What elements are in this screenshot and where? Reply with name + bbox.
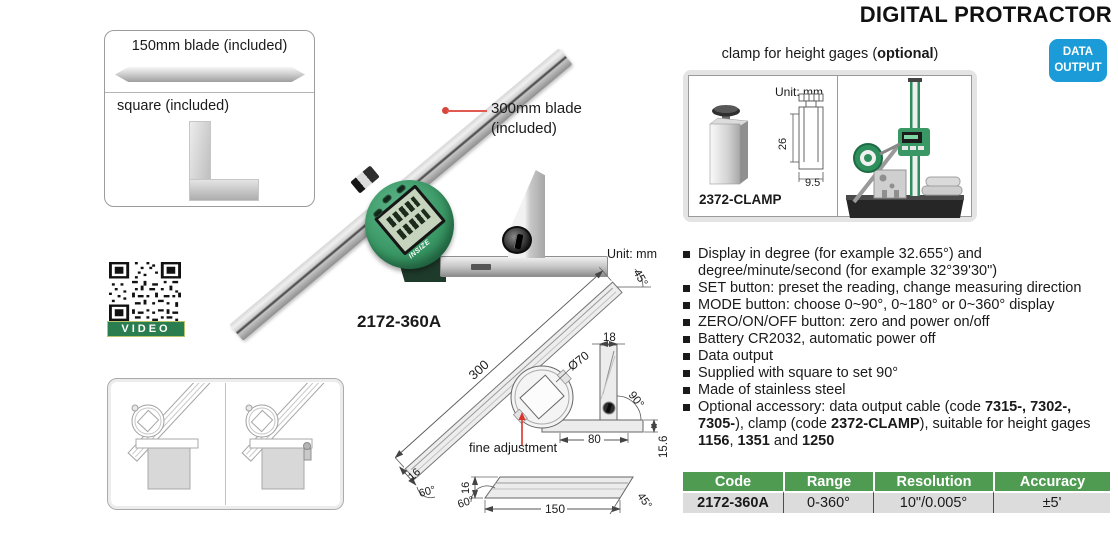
qr-code bbox=[109, 262, 181, 321]
bullet-icon bbox=[683, 404, 690, 411]
badge-line-1: DATA bbox=[1062, 45, 1094, 58]
bullet-icon bbox=[683, 336, 690, 343]
feature-item: Data output bbox=[683, 348, 1114, 365]
clamp-code: 2372-CLAMP bbox=[699, 192, 782, 207]
height-gage-panel bbox=[838, 76, 971, 218]
bullet-icon bbox=[683, 251, 690, 258]
height-gage-photo bbox=[846, 78, 964, 218]
application-drawing-1 bbox=[112, 370, 225, 505]
blade-150-label: 150mm blade (included) bbox=[131, 38, 288, 54]
video-banner: VIDEO bbox=[107, 321, 185, 337]
blade-150-image bbox=[115, 67, 305, 82]
dim-blade150-length: 150 bbox=[545, 502, 565, 516]
bullet-icon bbox=[683, 387, 690, 394]
application-drawing-2 bbox=[225, 370, 339, 505]
bullet-icon bbox=[683, 302, 690, 309]
spec-table: Code Range Resolution Accuracy 2172-360A… bbox=[683, 472, 1110, 513]
digital-dial-photo: INSIZE bbox=[365, 180, 454, 269]
feature-item: Made of stainless steel bbox=[683, 382, 1114, 399]
col-code: Code bbox=[683, 472, 783, 491]
feature-item: MODE button: choose 0~90°, 0~180° or 0~3… bbox=[683, 297, 1114, 314]
blade-clamp-photo bbox=[350, 165, 380, 194]
square-image-horizontal bbox=[189, 179, 259, 201]
cell-accuracy: ±5' bbox=[993, 491, 1110, 513]
page-title: DIGITAL PROTRACTOR bbox=[859, 2, 1112, 27]
dim-base-length: 80 bbox=[588, 434, 601, 446]
clamp-heading: clamp for height gages (optional) bbox=[683, 46, 977, 62]
dim-square-angle: 90° bbox=[626, 389, 646, 410]
clamp-photo-panel: Unit: mm bbox=[689, 76, 838, 216]
callout-line-1: 300mm blade bbox=[491, 100, 582, 117]
dim-tip-angle: 60° bbox=[418, 484, 437, 500]
clamp-dim-width: 9.5 bbox=[805, 177, 821, 189]
badge-line-2: OUTPUT bbox=[1054, 61, 1102, 74]
dim-square-width: 18 bbox=[603, 332, 616, 344]
dim-blade150-left-angle: 60° bbox=[456, 494, 476, 511]
bullet-icon bbox=[683, 285, 690, 292]
feature-item-optional: Optional accessory: data output cable (c… bbox=[683, 399, 1114, 450]
spec-data-row: 2172-360A 0-360° 10"/0.005° ±5' bbox=[683, 491, 1110, 513]
data-output-badge: DATA OUTPUT bbox=[1049, 39, 1107, 82]
blade-150-section: 150mm blade (included) bbox=[105, 31, 314, 93]
clamp-heading-bold: optional bbox=[877, 46, 934, 62]
square-label: square (included) bbox=[117, 98, 230, 114]
square-section: square (included) bbox=[105, 93, 314, 205]
dim-blade-top-angle: 45° bbox=[630, 268, 649, 289]
cell-code: 2172-360A bbox=[683, 491, 783, 513]
dim-blade-300: 300 bbox=[466, 357, 492, 383]
feature-item: Display in degree (for example 32.655°) … bbox=[683, 246, 1114, 280]
cell-resolution: 10"/0.005° bbox=[873, 491, 993, 513]
dim-blade150-right-angle: 45° bbox=[635, 491, 654, 512]
dim-blade150-height: 16 bbox=[460, 482, 472, 494]
feature-list: Display in degree (for example 32.655°) … bbox=[683, 246, 1114, 450]
col-resolution: Resolution bbox=[873, 472, 993, 491]
col-range: Range bbox=[783, 472, 873, 491]
callout-line-2: (included) bbox=[491, 119, 557, 137]
callout-line bbox=[447, 110, 487, 112]
thumb-screw-photo bbox=[502, 226, 532, 254]
cell-range: 0-360° bbox=[783, 491, 873, 513]
clamp-heading-post: ) bbox=[933, 46, 939, 62]
bullet-icon bbox=[683, 370, 690, 377]
feature-item: ZERO/ON/OFF button: zero and power on/of… bbox=[683, 314, 1114, 331]
bullet-icon bbox=[683, 319, 690, 326]
application-drawings-box bbox=[107, 370, 344, 510]
included-accessories-box: 150mm blade (included) square (included) bbox=[104, 30, 315, 207]
spec-header-row: Code Range Resolution Accuracy bbox=[683, 472, 1110, 491]
col-accuracy: Accuracy bbox=[993, 472, 1110, 491]
feature-item: Supplied with square to set 90° bbox=[683, 365, 1114, 382]
fine-adjustment-label: fine adjustment bbox=[469, 440, 558, 455]
bullet-icon bbox=[683, 353, 690, 360]
drawing-unit-label: Unit: mm bbox=[607, 247, 657, 261]
technical-drawing: Unit: mm 300 45° 16 60° 18 90° bbox=[395, 247, 670, 516]
feature-item: Battery CR2032, automatic power off bbox=[683, 331, 1114, 348]
base-logo bbox=[471, 264, 491, 270]
clamp-dim-height: 26 bbox=[777, 137, 790, 151]
blade-callout: 300mm blade (included) bbox=[491, 99, 582, 138]
callout-dot bbox=[442, 107, 449, 114]
clamp-heading-pre: clamp for height gages ( bbox=[721, 46, 878, 62]
dim-base-height: 15.6 bbox=[658, 436, 670, 458]
clamp-photo bbox=[709, 105, 749, 185]
clamp-drawing bbox=[790, 93, 824, 182]
feature-item: SET button: preset the reading, change m… bbox=[683, 280, 1114, 297]
clamp-box: Unit: mm bbox=[683, 70, 977, 222]
